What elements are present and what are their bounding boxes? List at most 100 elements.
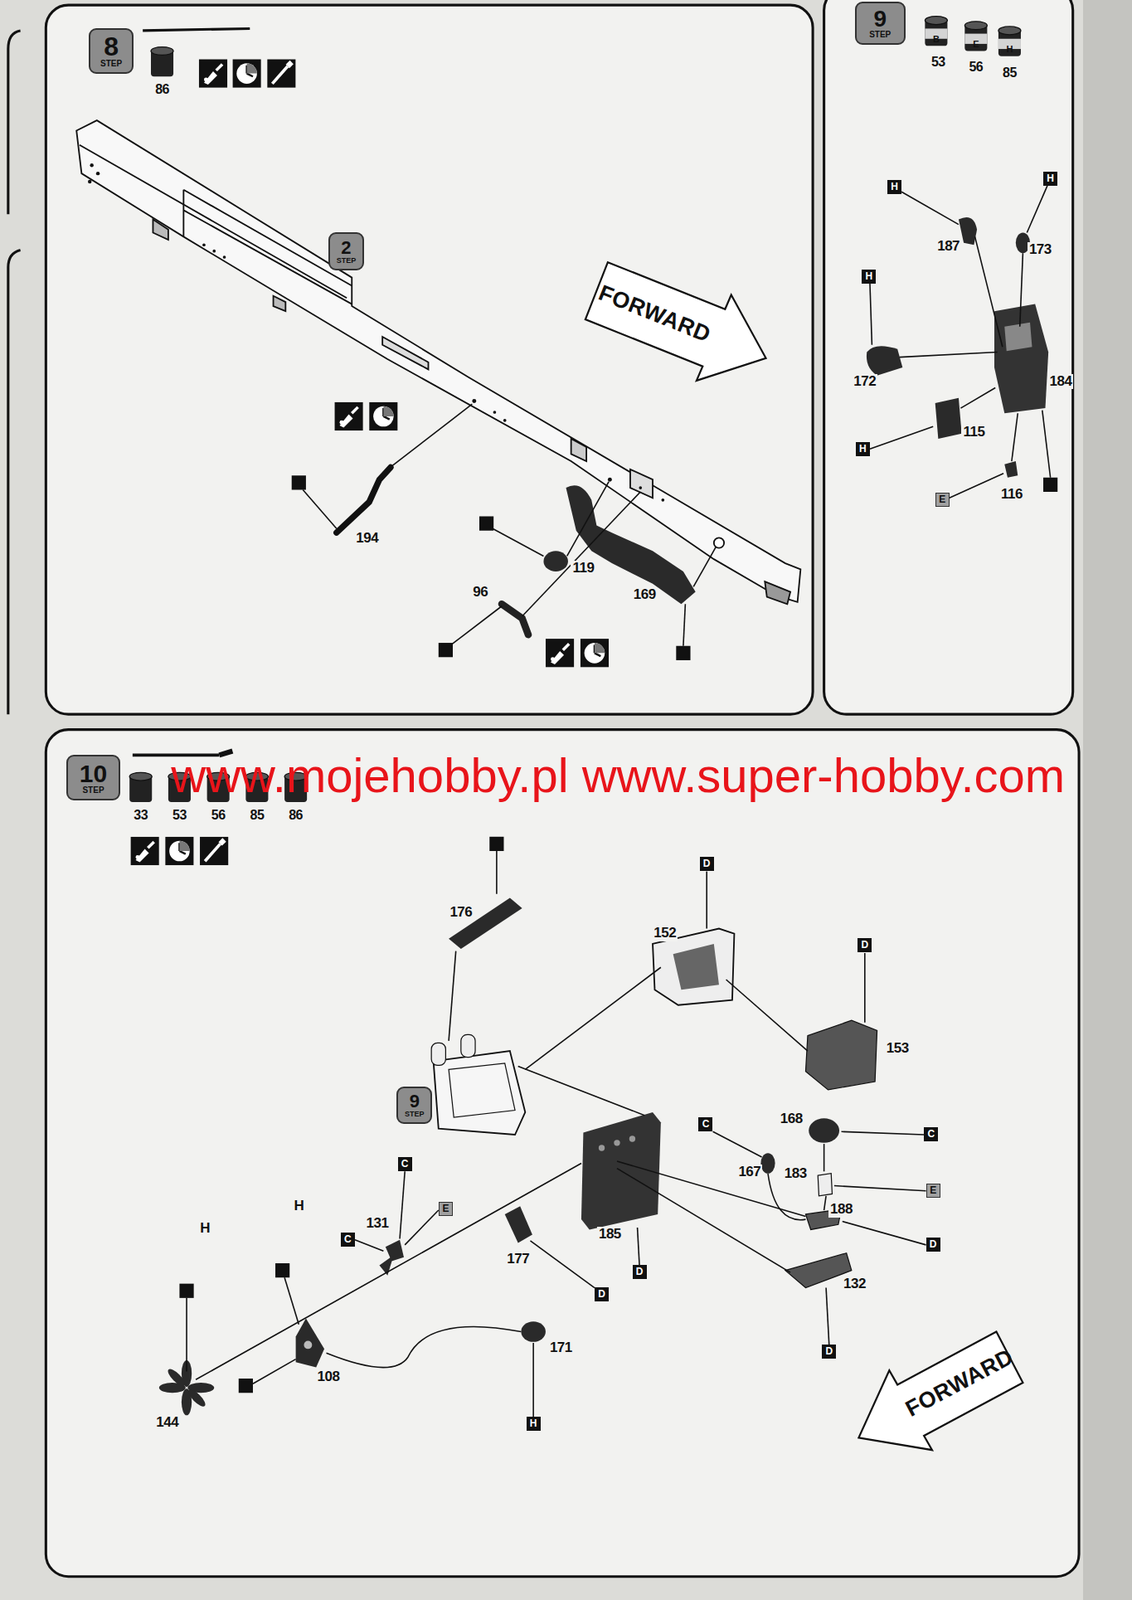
step-word: STEP [82, 786, 104, 795]
leader-line [705, 871, 708, 929]
sprue-tag: H [887, 179, 902, 195]
paint-number: 86 [288, 807, 303, 823]
action-icon [165, 836, 194, 865]
part-tag [1043, 477, 1058, 492]
chassis-rail [571, 438, 587, 462]
part-number: 173 [1027, 242, 1054, 258]
part-drawing [598, 1144, 605, 1151]
sprue-tag: E [926, 1183, 941, 1198]
part-drawing [431, 1042, 446, 1065]
leader-line [518, 1066, 645, 1116]
step-badge: 9STEP [855, 1, 906, 45]
part-drawing [461, 1034, 476, 1057]
leader-line [404, 1209, 439, 1245]
leader-line [975, 236, 1003, 347]
step-panel [45, 729, 1079, 1577]
part-tag [479, 515, 494, 530]
paint-can [964, 21, 987, 52]
part-number: 119 [570, 560, 596, 577]
leader-line [524, 966, 661, 1069]
chassis-rail [76, 120, 801, 604]
leader-line [532, 1342, 535, 1418]
sprue-tag: C [923, 1127, 938, 1142]
step-number: 2 [340, 238, 351, 258]
part-number: 185 [597, 1226, 623, 1243]
chassis-rail [223, 255, 227, 259]
leader-line [492, 528, 544, 556]
leader-line [869, 426, 933, 449]
leader-line [391, 403, 472, 467]
chassis-rail [630, 469, 653, 498]
action-icon [199, 58, 228, 88]
step-number: 8 [103, 33, 119, 60]
part-number: 96 [471, 584, 490, 601]
part-drawing [336, 466, 391, 533]
chassis-rail [152, 218, 168, 240]
leader-line [824, 1195, 826, 1210]
chassis-rail [212, 249, 216, 253]
part-tag [238, 1378, 253, 1393]
forward-arrow [585, 262, 767, 381]
leader-line [841, 1131, 925, 1135]
paint-can [142, 28, 250, 30]
part-number: 153 [884, 1040, 911, 1057]
sprue-tag: D [632, 1264, 647, 1279]
part-number: 184 [1047, 374, 1074, 390]
action-icon [267, 58, 296, 88]
chassis-rail [87, 163, 665, 502]
step-number: 9 [873, 7, 887, 31]
leader-line [326, 1326, 522, 1367]
part-number: 152 [651, 925, 678, 942]
step-badge: 10STEP [66, 754, 121, 801]
step-badge: 2STEP [328, 232, 365, 271]
leader-line [949, 473, 1004, 499]
chassis-rail [96, 171, 100, 175]
paint-letter: H [1005, 43, 1013, 54]
chassis-rail [764, 581, 791, 604]
part-number: 168 [778, 1111, 805, 1128]
paint-number: 53 [172, 807, 187, 823]
leader-line [1042, 410, 1051, 478]
part-number: 131 [364, 1215, 391, 1232]
leader-line [637, 1227, 640, 1266]
part-number: 187 [935, 238, 962, 255]
leader-line [617, 1168, 791, 1273]
leader-line [693, 546, 716, 587]
direction-word: FORWARD [901, 1344, 1018, 1422]
part-drawing [448, 1063, 515, 1118]
part-number: 176 [447, 904, 474, 921]
paint-can [129, 16, 1021, 802]
leader-line [726, 979, 808, 1051]
part-number: 171 [548, 1340, 574, 1356]
part-number: 172 [851, 374, 878, 390]
chassis-rail [660, 498, 665, 502]
sprue-tag: C [398, 1156, 413, 1171]
action-icon [334, 402, 363, 431]
action-icon [130, 836, 159, 865]
part-drawing [613, 1139, 620, 1146]
action-icon [545, 638, 574, 667]
part-drawing [1004, 461, 1018, 478]
leader-line [449, 606, 502, 647]
part-drawing [866, 345, 903, 376]
part-number: 115 [961, 424, 987, 441]
leader-line [1011, 412, 1018, 462]
paint-number: 85 [249, 807, 264, 823]
part-number: 108 [315, 1369, 342, 1385]
leader-line [842, 1221, 927, 1245]
paint-can [998, 26, 1021, 57]
sprue-letter: H [198, 1220, 212, 1237]
sprue-tag: C [340, 1232, 355, 1247]
paint-number: 56 [968, 59, 983, 75]
sprue-tag: H [1043, 171, 1058, 186]
chassis-rail [87, 179, 92, 184]
part-drawing [385, 1239, 404, 1262]
leader-line [617, 1161, 807, 1216]
leader-line [869, 283, 872, 345]
leader-line [1020, 252, 1024, 327]
step-panel [45, 0, 1079, 1577]
paint-can [129, 772, 152, 802]
part-drawing [673, 943, 720, 990]
step-word: STEP [404, 1110, 425, 1118]
